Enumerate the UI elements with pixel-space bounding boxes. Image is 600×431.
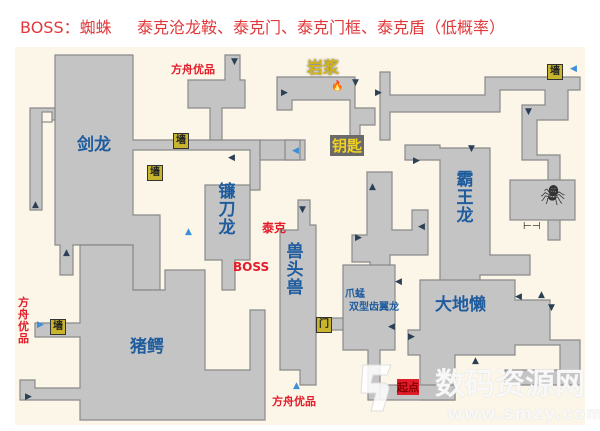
arrow-right-icon: ▶ bbox=[408, 332, 415, 342]
arrow-left-icon: ◀ bbox=[292, 146, 299, 156]
room-label-zhue: 猪鳄 bbox=[130, 337, 164, 357]
start-marker: 起点 bbox=[397, 379, 419, 395]
drops-list: 泰克沧龙鞍、泰克门、泰克门框、泰克盾（低概率） bbox=[137, 18, 506, 37]
gate-icon: ⊢⊣ bbox=[523, 221, 541, 232]
spider-icon: 🕷 bbox=[540, 183, 566, 207]
wall-marker: 墙 bbox=[147, 165, 163, 181]
arrow-down-icon: ▼ bbox=[299, 205, 306, 215]
arrow-up-icon: ▲ bbox=[472, 356, 479, 366]
room-label-liandaolong: 镰刀龙 bbox=[218, 182, 236, 238]
arrow-right-icon: ▶ bbox=[25, 392, 32, 402]
room-label-bawanglong: 霸王龙 bbox=[456, 170, 474, 226]
wall-marker: 墙 bbox=[547, 64, 563, 80]
arrow-down-icon: ▼ bbox=[548, 303, 555, 313]
dungeon-map: 剑龙 镰刀龙 兽头兽 猪鳄 霸王龙 大地懒 爪蜢 双型齿翼龙 方舟优品 方舟优品… bbox=[15, 47, 600, 425]
arrow-left-icon: ◀ bbox=[395, 277, 402, 287]
arrow-left-icon: ◀ bbox=[388, 322, 395, 332]
room-shoutoushou bbox=[279, 199, 317, 386]
arrow-up-icon: ▲ bbox=[538, 290, 545, 300]
room-top-right bbox=[379, 71, 581, 241]
boss-title: BOSS：蜘蛛 bbox=[20, 18, 112, 37]
arrow-down-icon: ▼ bbox=[468, 144, 475, 154]
watermark-brand: 数码资源网 bbox=[435, 367, 585, 402]
room-bawanglong bbox=[404, 144, 531, 291]
room-label-dadilan: 大地懒 bbox=[435, 295, 486, 315]
room-liandaolong bbox=[204, 184, 251, 291]
arrow-down-icon: ▼ bbox=[525, 107, 532, 117]
room-top-ark bbox=[187, 54, 246, 141]
room-label-zhameng: 爪蜢 bbox=[345, 289, 365, 300]
arrow-up-icon: ▲ bbox=[293, 381, 300, 391]
arrow-right-icon: ▶ bbox=[375, 88, 382, 98]
arrow-right-icon: ▶ bbox=[413, 156, 420, 166]
room-label-jianlong: 剑龙 bbox=[77, 135, 111, 155]
watermark-url: www.smzy.com bbox=[447, 404, 600, 424]
room-label-shuangjichilong: 双型齿翼龙 bbox=[349, 302, 399, 313]
arrow-left-icon: ◀ bbox=[515, 292, 522, 302]
room-label-shoutoushou: 兽头兽 bbox=[286, 242, 304, 298]
lava-marker: 岩浆 bbox=[307, 58, 340, 77]
wall-marker: 墙 bbox=[173, 133, 189, 149]
room-zhue bbox=[19, 244, 266, 421]
arrow-down-icon: ▼ bbox=[231, 57, 238, 67]
arrow-up-icon: ▲ bbox=[63, 248, 70, 258]
arrow-right-icon: ▶ bbox=[355, 233, 362, 243]
boss-marker: BOSS bbox=[233, 260, 270, 274]
arrow-left-icon: ◀ bbox=[570, 64, 577, 74]
arrow-up-icon: ▲ bbox=[185, 227, 192, 237]
arrow-down-icon: ▼ bbox=[352, 78, 359, 88]
arrow-left-icon: ◀ bbox=[228, 153, 235, 163]
arrow-right-icon: ▶ bbox=[281, 88, 288, 98]
room-dadilan bbox=[407, 279, 581, 401]
ark-shop-bottom: 方舟优品 bbox=[272, 395, 316, 408]
arrow-up-icon: ▲ bbox=[369, 182, 376, 192]
ark-shop-left: 方舟优品 bbox=[18, 296, 29, 345]
wall-marker: 墙 bbox=[50, 319, 66, 335]
key-marker: 钥匙 bbox=[330, 135, 365, 156]
ark-shop-top: 方舟优品 bbox=[171, 63, 215, 76]
arrow-left-icon: ◀ bbox=[418, 222, 425, 232]
arrow-right-icon: ▶ bbox=[37, 320, 44, 330]
room-left-column bbox=[29, 107, 56, 211]
door-marker: 门 bbox=[316, 317, 332, 333]
tek-marker: 泰克 bbox=[262, 221, 287, 235]
fire-icon: 🔥 bbox=[331, 81, 344, 92]
watermark-logo bbox=[360, 364, 392, 412]
arrow-up-icon: ▲ bbox=[32, 200, 39, 210]
